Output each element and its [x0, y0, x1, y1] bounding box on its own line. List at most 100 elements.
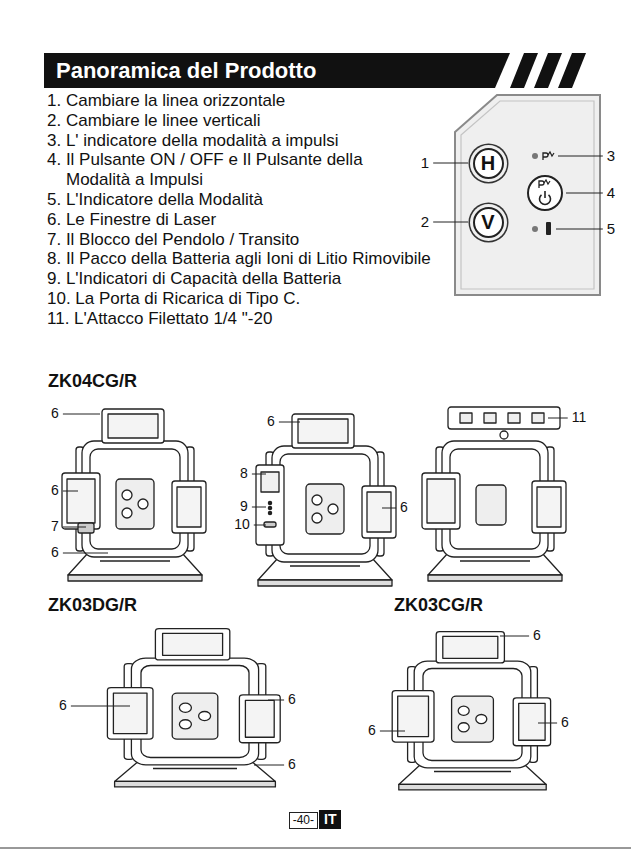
title-slash: [534, 53, 562, 88]
leader-line: [252, 507, 266, 508]
battery-pack: [256, 465, 284, 545]
callout-number: 6: [58, 698, 68, 713]
base-detail: [460, 560, 530, 561]
title-slash: [510, 53, 538, 88]
part-list-item: 2. Cambiare le linee verticali: [47, 111, 261, 131]
window-glass: [245, 700, 274, 737]
callout-number: 6: [50, 406, 60, 421]
leader-line: [500, 636, 529, 637]
power-button: [528, 176, 562, 210]
window-glass: [367, 492, 391, 532]
callout-number: 6: [50, 483, 60, 498]
node-text: IT: [324, 811, 336, 827]
base-detail: [434, 771, 511, 772]
battery-detail: [261, 472, 279, 492]
laser-window: [436, 632, 504, 663]
callout-number: 1: [420, 155, 430, 172]
callout-number: 9: [239, 499, 249, 514]
pulse-icon: [539, 181, 544, 188]
plate-hole: [532, 413, 544, 423]
laser-level-drawing: [107, 629, 280, 787]
battery-indicator: [268, 506, 271, 509]
led-dot: [532, 153, 538, 159]
led-dot: [532, 226, 538, 232]
keypad-button: [328, 504, 338, 514]
laser-window: [107, 688, 153, 740]
footer-rule: [0, 848, 631, 849]
base-detail: [153, 768, 237, 769]
leader-line: [71, 706, 130, 707]
leader-line: [63, 527, 86, 528]
language-tab: IT: [319, 810, 341, 829]
page-number-box: -40-: [289, 812, 318, 829]
leader-line: [558, 156, 603, 157]
leader-line: [268, 700, 284, 701]
laser-window: [292, 414, 354, 448]
callout-number: 7: [50, 519, 60, 534]
control-panel-inner: [461, 101, 594, 289]
keypad: [452, 696, 494, 742]
model-name: ZK03CG/R: [393, 596, 484, 616]
leader-line: [433, 222, 468, 223]
window-glass: [108, 414, 158, 438]
laser-window: [62, 473, 100, 529]
keypad: [116, 479, 154, 529]
callout-number: 4: [606, 185, 616, 202]
window-glass: [113, 693, 147, 733]
laser-window: [155, 629, 229, 660]
callout-number: 11: [571, 410, 588, 425]
pulse-icon: [543, 153, 548, 160]
window-glass: [398, 696, 429, 736]
laser-window: [239, 695, 280, 743]
base-foot: [399, 784, 546, 790]
laser-window: [392, 691, 434, 743]
laser-level-drawing: [422, 407, 566, 581]
leader-line: [556, 229, 603, 230]
part-list-item: 9. L'Indicatori di Capacità della Batter…: [47, 269, 341, 289]
keypad-button: [138, 499, 148, 509]
housing-inner: [90, 449, 180, 549]
power-icon: [544, 191, 546, 198]
callout-number: 6: [287, 692, 297, 707]
keypad: [306, 484, 344, 534]
leader-line: [380, 731, 405, 732]
keypad-button: [312, 495, 322, 505]
laser-level-drawing: [62, 409, 206, 581]
window-glass: [298, 419, 348, 443]
base-foot: [68, 575, 202, 581]
base-detail: [100, 560, 170, 561]
leader-line: [382, 508, 396, 509]
title-band: [44, 53, 510, 88]
part-list-item: 1. Cambiare la linea orizzontale: [47, 91, 285, 111]
model-name: ZK03DG/R: [47, 596, 138, 616]
housing-inner: [450, 449, 540, 549]
leader-line: [254, 525, 266, 526]
window-glass: [67, 479, 95, 523]
callout-number: 6: [287, 757, 297, 772]
leader-line: [433, 163, 468, 164]
part-list-item: 11. L'Attacco Filettato 1/4 "-20: [47, 309, 272, 329]
control-panel-group: [455, 95, 600, 295]
leader-line: [63, 414, 100, 415]
part-list-item: 7. Il Blocco del Pendolo / Transito: [47, 230, 299, 250]
battery-indicator: [268, 511, 271, 514]
leader-line: [63, 553, 108, 554]
callout-number: 10: [233, 517, 251, 532]
base-foot: [258, 580, 392, 586]
laser-window: [532, 481, 566, 533]
callout-number: 6: [532, 628, 542, 643]
top-plate: [448, 407, 560, 429]
keypad-button: [122, 508, 132, 518]
housing-inner: [280, 454, 370, 554]
base-detail: [290, 565, 360, 566]
window-glass: [519, 703, 545, 740]
callout-number: 6: [367, 723, 377, 738]
keypad-button: [458, 723, 469, 732]
housing-inner: [141, 665, 249, 757]
callout-number: 8: [239, 466, 249, 481]
keypad-button: [122, 490, 132, 500]
keypad-button: [312, 513, 322, 523]
leader-line: [538, 723, 557, 724]
node-text: V: [481, 212, 494, 232]
control-button: H: [473, 148, 504, 179]
